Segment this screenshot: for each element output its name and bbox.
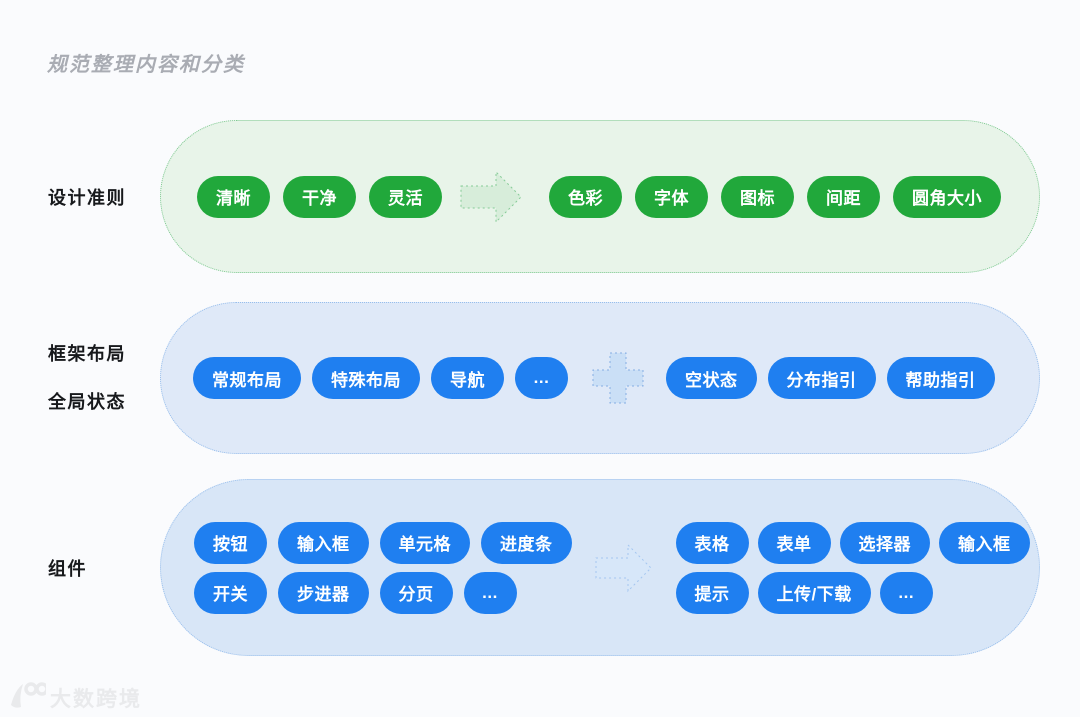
label-line: 全局状态 (48, 392, 126, 412)
pill: 提示 (675, 571, 749, 614)
pill: 间距 (807, 175, 880, 218)
label-line: 设计准则 (48, 187, 126, 208)
arrow-right-icon (595, 543, 653, 593)
design-principles-section: 清晰 干净 灵活 色彩 字体 图标 间距 圆角大小 (160, 120, 1040, 273)
pill: 清晰 (197, 175, 270, 218)
layout-states-label: 框架布局 全局状态 (48, 302, 160, 454)
pill: 单元格 (379, 521, 470, 564)
pill-row: 开关 步进器 分页 ... (194, 571, 572, 614)
plus-icon (592, 352, 644, 404)
design-principles-label: 设计准则 (48, 120, 160, 273)
pill-row: 按钮 输入框 单元格 进度条 (194, 521, 572, 564)
arrow-right-icon (460, 169, 523, 225)
pill: 灵活 (369, 175, 442, 218)
ellipsis-pill: ... (515, 357, 568, 399)
pill: 干净 (283, 175, 356, 218)
pill: 分页 (379, 571, 453, 614)
pill-row: 表格 表单 选择器 输入框 (675, 521, 1030, 564)
components-label: 组件 (48, 479, 160, 656)
watermark-text: 大数跨境 (50, 688, 142, 711)
page-title: 规范整理内容和分类 (47, 54, 245, 76)
pill: 常规布局 (193, 357, 301, 399)
components-left-group: 按钮 输入框 单元格 进度条 开关 步进器 分页 ... (194, 521, 572, 614)
pill: 表单 (757, 521, 831, 564)
components-section: 按钮 输入框 单元格 进度条 开关 步进器 分页 ... 表格 表单 选择器 输… (160, 479, 1040, 656)
pill: 分布指引 (767, 357, 876, 399)
pill: 圆角大小 (893, 175, 1001, 218)
pill: 输入框 (278, 521, 369, 564)
watermark: 大数跨境 (8, 680, 142, 716)
pill: 输入框 (939, 521, 1030, 564)
pill-row: 提示 上传/下载 ... (675, 571, 1030, 614)
pill: 字体 (635, 175, 708, 218)
pill: 图标 (721, 175, 794, 218)
pill: 帮助指引 (886, 357, 995, 399)
label-line: 组件 (48, 558, 87, 579)
pill: 特殊布局 (312, 357, 420, 399)
ellipsis-pill: ... (879, 571, 933, 614)
pill: 按钮 (194, 521, 267, 564)
watermark-logo-icon (8, 680, 49, 716)
layout-states-section: 常规布局 特殊布局 导航 ... 空状态 分布指引 帮助指引 (160, 302, 1040, 454)
pill: 导航 (431, 357, 504, 399)
pill: 上传/下载 (757, 571, 871, 614)
pill: 进度条 (481, 521, 572, 564)
pill: 开关 (194, 571, 267, 614)
pill: 选择器 (839, 521, 930, 564)
components-right-group: 表格 表单 选择器 输入框 提示 上传/下载 ... (675, 521, 1030, 614)
label-line: 框架布局 (48, 344, 126, 364)
pill: 色彩 (549, 175, 622, 218)
pill: 空状态 (666, 357, 757, 399)
pill: 步进器 (278, 571, 369, 614)
ellipsis-pill: ... (463, 571, 517, 614)
pill: 表格 (675, 521, 749, 564)
